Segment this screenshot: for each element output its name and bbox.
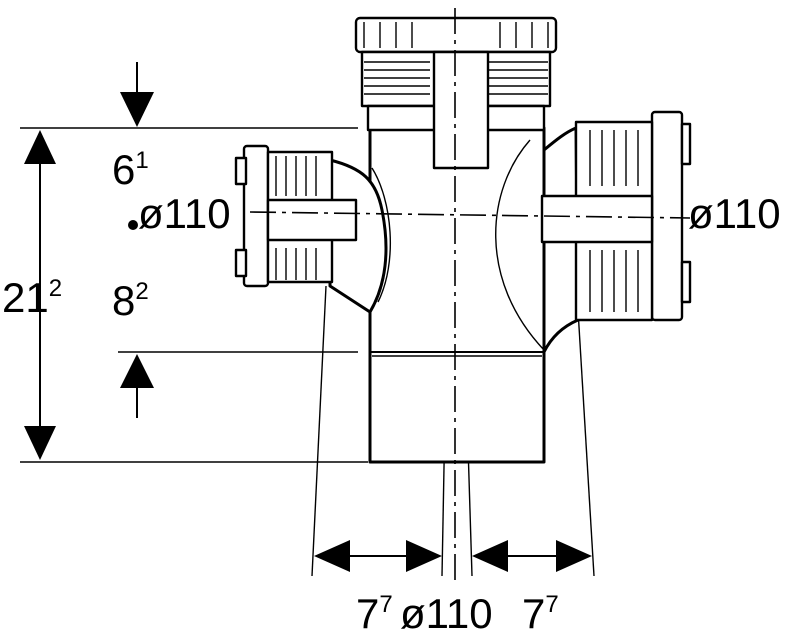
- bottom-right-offset-label: 77: [522, 590, 559, 637]
- total-height-label: 212: [2, 274, 62, 321]
- right-branch-diameter-label: ø110: [688, 190, 781, 237]
- centre-lines: [249, 8, 691, 580]
- upper-offset-label: 61: [112, 146, 149, 193]
- dimension-labels: ø110 ø110 212 61 82 77 ø110 77: [2, 146, 781, 637]
- left-branch-diameter-label: ø110: [138, 190, 231, 237]
- lower-offset-label: 82: [112, 277, 149, 324]
- fitting-body: [234, 16, 692, 464]
- bottom-diameter-label: ø110: [400, 590, 493, 637]
- bottom-left-offset-label: 77: [356, 590, 393, 637]
